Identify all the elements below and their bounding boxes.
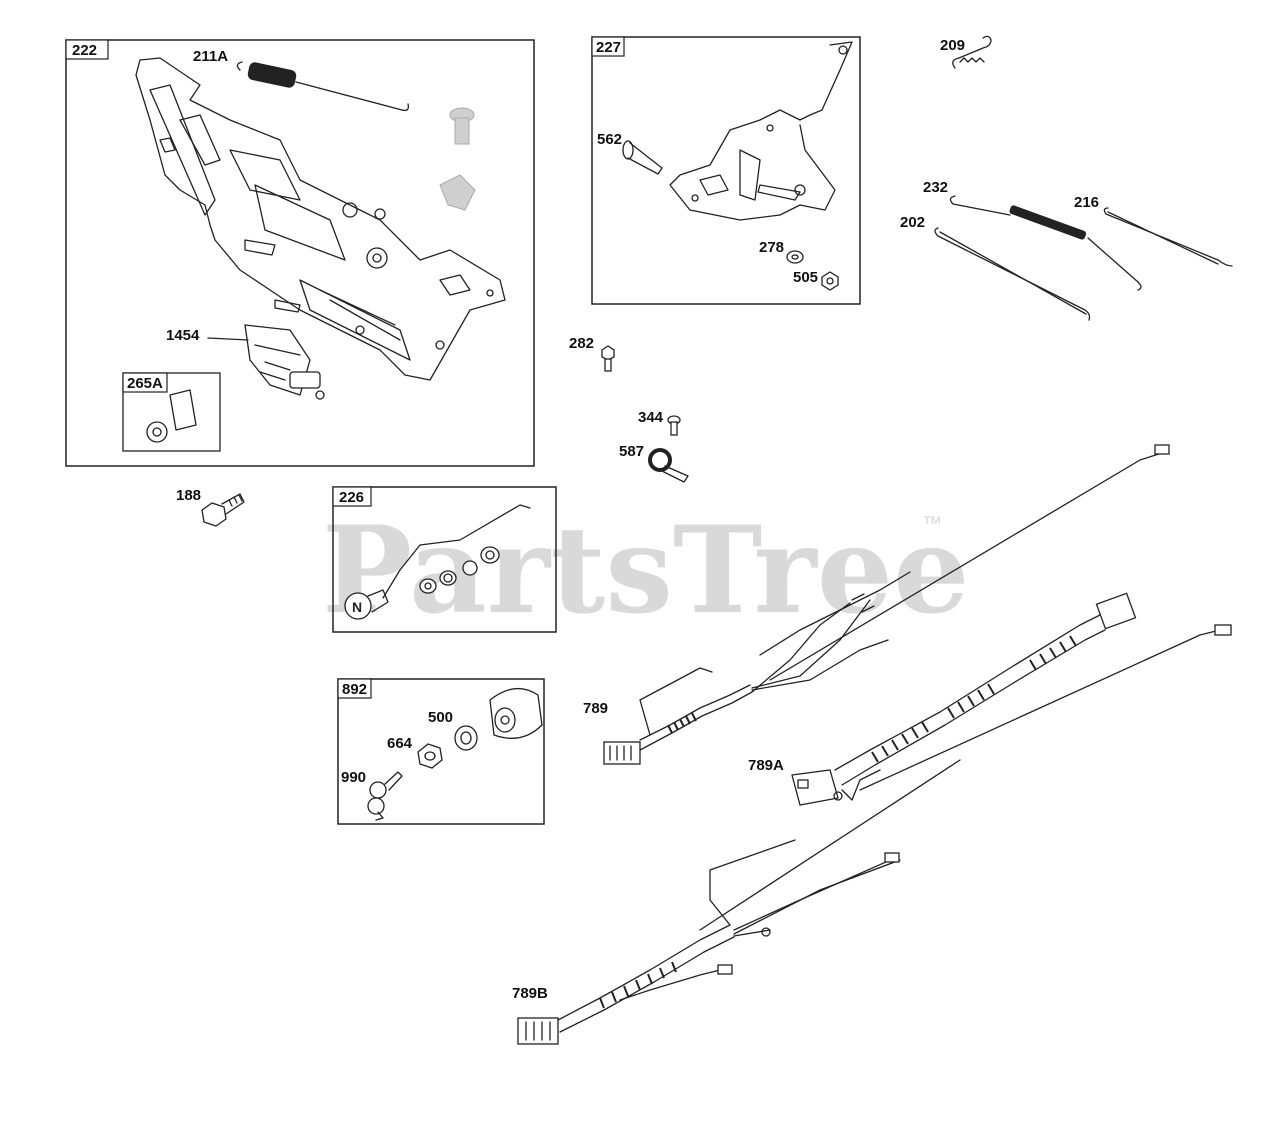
callout-202[interactable]: 202 — [900, 214, 925, 231]
harness-789[interactable] — [603, 444, 1170, 765]
choke-cable-226[interactable]: N — [344, 504, 531, 620]
screw-344[interactable] — [667, 415, 681, 436]
callout-562[interactable]: 562 — [597, 131, 622, 148]
watermark-trademark: ™ — [922, 513, 942, 535]
svg-text:N: N — [352, 599, 362, 615]
group-265A: 265A — [122, 372, 221, 452]
callout-500[interactable]: 500 — [428, 709, 453, 726]
washer-278[interactable] — [786, 250, 804, 264]
callout-664[interactable]: 664 — [387, 735, 413, 752]
callout-789A[interactable]: 789A — [748, 757, 784, 774]
callout-188[interactable]: 188 — [176, 487, 201, 504]
group-226: 226 N — [332, 486, 557, 633]
callout-505[interactable]: 505 — [793, 269, 818, 286]
keys-990[interactable] — [367, 771, 403, 821]
box-tag-265A[interactable]: 265A — [127, 375, 163, 392]
rod-202[interactable] — [934, 227, 1091, 321]
callout-344[interactable]: 344 — [638, 409, 664, 426]
harness-789A[interactable] — [791, 592, 1232, 806]
callout-587[interactable]: 587 — [619, 443, 644, 460]
washers-226[interactable] — [419, 546, 500, 594]
rod-216[interactable] — [1103, 207, 1233, 267]
ghost-screw — [449, 107, 475, 145]
group-222: 222 211A — [65, 39, 535, 467]
box-tag-226[interactable]: 226 — [339, 489, 364, 506]
bolt-188[interactable] — [201, 493, 245, 527]
pin-562[interactable] — [622, 140, 663, 175]
callout-990[interactable]: 990 — [341, 769, 366, 786]
callout-1454[interactable]: 1454 — [166, 327, 200, 344]
callout-209[interactable]: 209 — [940, 37, 965, 54]
callout-278[interactable]: 278 — [759, 239, 784, 256]
callout-282[interactable]: 282 — [569, 335, 594, 352]
control-bracket[interactable] — [135, 57, 506, 381]
callout-789B[interactable]: 789B — [512, 985, 548, 1002]
bolt-282[interactable] — [601, 345, 615, 372]
harness-789B[interactable] — [517, 759, 961, 1045]
nut-664[interactable] — [417, 743, 443, 769]
callout-216[interactable]: 216 — [1074, 194, 1099, 211]
spring-209[interactable] — [952, 35, 992, 69]
group-892: 892 500 664 990 — [337, 678, 545, 825]
ignition-switch-500[interactable] — [454, 688, 543, 751]
watermark: PartsTree ™ — [322, 500, 969, 641]
clamp-587[interactable] — [648, 448, 689, 483]
watermark-text: PartsTree — [322, 500, 969, 641]
box-tag-227[interactable]: 227 — [596, 39, 621, 56]
callout-211A[interactable]: 211A — [193, 48, 228, 65]
box-tag-222[interactable]: 222 — [72, 42, 97, 59]
spring-211A[interactable] — [236, 61, 410, 112]
callout-789[interactable]: 789 — [583, 700, 608, 717]
lever-bracket-227[interactable] — [669, 41, 853, 221]
box-tag-892[interactable]: 892 — [342, 681, 367, 698]
callout-232[interactable]: 232 — [923, 179, 948, 196]
nut-505[interactable] — [821, 271, 839, 291]
ghost-clip — [439, 174, 476, 211]
group-227: 227 562 278 505 — [591, 36, 861, 305]
spring-rod-232[interactable] — [949, 195, 1142, 291]
switch-1454[interactable] — [207, 324, 325, 400]
